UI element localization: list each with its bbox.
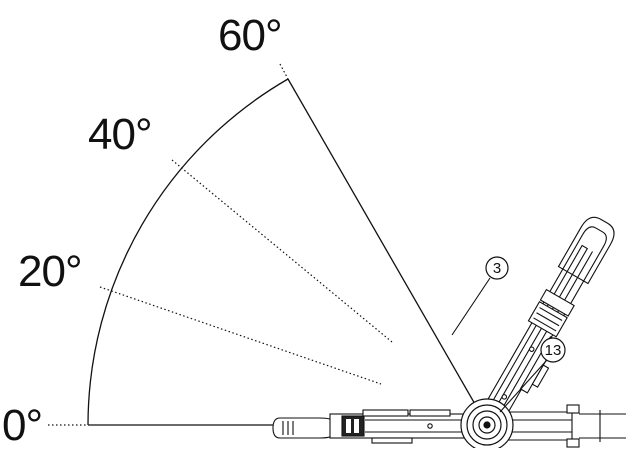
angle-label-20: 20° (18, 247, 83, 296)
line-20-deg-dotted (99, 286, 382, 385)
line-60-deg (287, 78, 488, 426)
callout-3: 3 (451, 256, 509, 336)
callout-13-number: 13 (545, 342, 562, 359)
pivot-hub (460, 398, 514, 448)
callout-13: 13 (499, 337, 566, 413)
line-60-deg-dotted (279, 63, 289, 80)
line-40-deg-dotted (171, 159, 393, 343)
angle-label-40: 40° (88, 110, 153, 159)
angle-label-0: 0° (2, 401, 43, 450)
angle-arc (87, 78, 289, 426)
callout-3-number: 3 (493, 260, 501, 277)
lower-arm (272, 404, 626, 448)
angle-label-60: 60° (218, 11, 283, 60)
